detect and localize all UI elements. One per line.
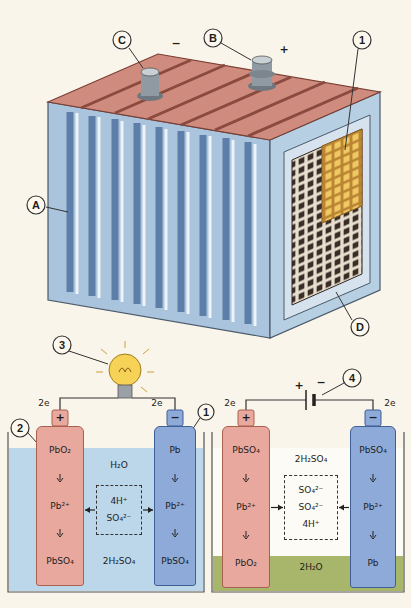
formula-text: PbO₂ <box>235 558 257 569</box>
ion-flow-arrow <box>339 505 349 511</box>
callout-number: 3 <box>59 339 65 351</box>
formula-text: PbSO₄ <box>161 556 189 567</box>
formula-text: PbO₂ <box>49 445 71 456</box>
positive-terminal <box>248 56 276 91</box>
negative-terminal <box>137 68 163 101</box>
electrolyte-ions: SO₄²⁻ SO₄²⁻ 4H⁺ <box>284 475 338 540</box>
polarity-sign: − <box>316 377 325 389</box>
formula-text: Pb <box>169 445 180 456</box>
reaction-arrow <box>56 529 64 538</box>
callout-circles <box>11 29 371 437</box>
ion-flow-arrow <box>143 507 153 513</box>
polarity-sign: + <box>294 380 303 392</box>
callout-leaders <box>28 43 358 444</box>
callout-number: C <box>118 34 126 46</box>
reaction-arrow <box>171 474 179 483</box>
polarity-sign: − <box>171 38 180 50</box>
chemical-label: 2e <box>224 399 235 409</box>
negative-electrode: PbPb²⁺ PbSO₄ <box>154 426 196 586</box>
grid-plate <box>284 115 370 320</box>
polarity-sign: + <box>279 44 288 56</box>
polarity-sign: + <box>241 412 250 424</box>
chemical-label: 2e <box>384 399 395 409</box>
formula-text: 4H⁺ <box>302 519 319 530</box>
positive-electrode: PbSO₄ Pb²⁺ PbO₂ <box>222 426 270 588</box>
callout-number: B <box>209 32 217 44</box>
negative-electrode: PbSO₄ Pb²⁺ Pb <box>350 426 396 588</box>
callout-number: 2 <box>17 422 23 434</box>
formula-text: PbSO₄ <box>232 445 260 456</box>
callout-number: 1 <box>203 406 209 418</box>
reaction-arrow <box>242 474 250 483</box>
ion-flow-arrow <box>85 507 95 513</box>
polarity-sign: − <box>170 412 179 424</box>
formula-text: SO₄²⁻ <box>299 502 324 513</box>
electrolyte-ions: 4H⁺ SO₄²⁻ <box>96 485 142 535</box>
formula-text: SO₄²⁻ <box>299 485 324 496</box>
reaction-arrow <box>369 531 377 540</box>
formula-text: Pb²⁺ <box>236 502 256 513</box>
formula-text: SO₄²⁻ <box>107 513 132 524</box>
formula-text: Pb²⁺ <box>50 501 70 512</box>
reaction-arrow <box>369 474 377 483</box>
callout-number: 1 <box>359 34 365 46</box>
charging-cell <box>212 390 404 592</box>
electrode-plates <box>70 112 255 326</box>
polarity-sign: + <box>55 412 64 424</box>
reaction-arrow <box>171 529 179 538</box>
formula-text: 4H⁺ <box>110 496 127 507</box>
light-bulb <box>96 341 154 398</box>
ion-flow-arrow <box>271 505 283 511</box>
chemical-label: 2e <box>151 399 162 409</box>
reaction-arrow <box>56 474 64 483</box>
formula-text: Pb <box>367 558 378 569</box>
reaction-arrow <box>242 531 250 540</box>
formula-text: Pb²⁺ <box>363 502 383 513</box>
battery-cover <box>48 54 380 140</box>
callout-number: A <box>32 199 40 211</box>
formula-text: Pb²⁺ <box>165 501 185 512</box>
formula-text: PbSO₄ <box>46 556 74 567</box>
chemical-label: H₂O <box>110 461 127 471</box>
formula-text: PbSO₄ <box>359 445 387 456</box>
callout-number: 4 <box>349 372 355 384</box>
chemical-label: 2e <box>38 399 49 409</box>
callout-number: D <box>356 321 364 333</box>
discharge-cell <box>8 398 204 592</box>
positive-electrode: PbO₂ Pb²⁺ PbSO₄ <box>36 426 84 586</box>
chemical-label: 2H₂O <box>299 563 322 573</box>
chemical-label: 2H₂SO₄ <box>103 557 136 567</box>
chemical-label: 2H₂SO₄ <box>295 455 328 465</box>
polarity-sign: − <box>368 412 377 424</box>
